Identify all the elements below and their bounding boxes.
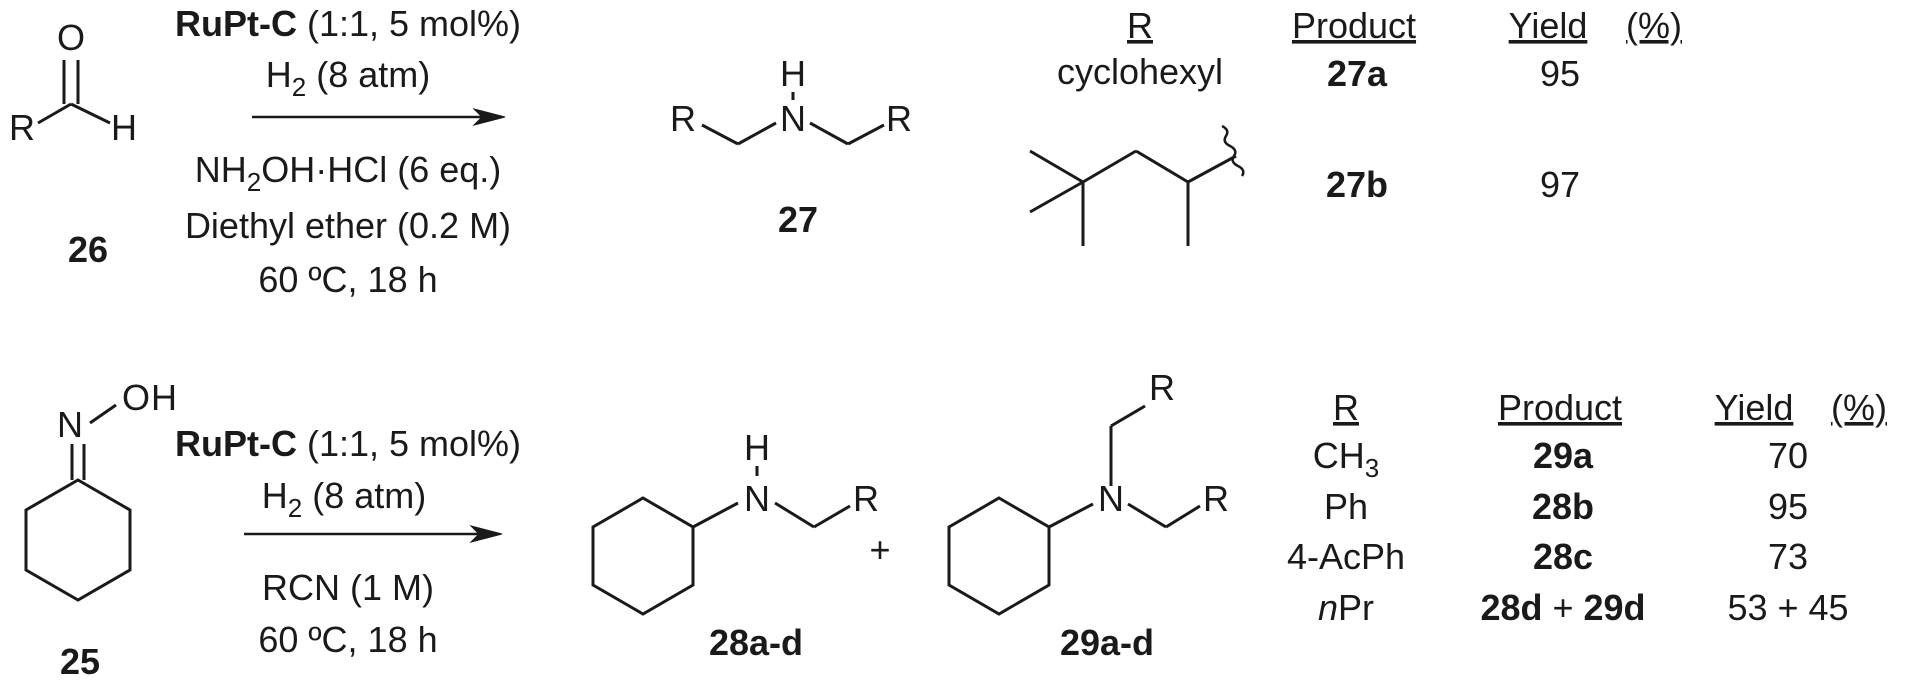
- product-structure-29: [947, 404, 1201, 616]
- bond-ring-n: [692, 501, 739, 529]
- top-table-row-1-yield: 95: [1540, 53, 1580, 94]
- bond-ch2-r-right: [1165, 504, 1201, 529]
- top-table-header-product: Product: [1292, 5, 1416, 46]
- bottom-table-row-1-yield: 70: [1768, 435, 1808, 476]
- bond-n-ch2-right: [1127, 502, 1167, 529]
- top-table-row-2-r-structure: [1029, 124, 1245, 246]
- top-hydrogen-line: H2 (8 atm): [266, 54, 430, 102]
- wavy-attachment-icon: [1221, 124, 1245, 177]
- bottom-table-row-4-product: 28d + 29d: [1480, 587, 1645, 628]
- top-table-header-yield: Yield: [1509, 5, 1588, 46]
- bond-ch2-r: [813, 504, 851, 529]
- compound-label-29a-d: 29a-d: [1060, 622, 1154, 663]
- top-table-row-1-r: cyclohexyl: [1057, 51, 1223, 92]
- bottom-temperature-line: 60 ºC, 18 h: [258, 619, 437, 660]
- top-table-row-2-yield: 97: [1540, 164, 1580, 205]
- bond-ch2-n-left: [737, 121, 777, 146]
- top-table-header-r: R: [1127, 5, 1153, 46]
- bond-n-o: [89, 403, 117, 425]
- cyclohexane-ring-28: [591, 496, 695, 616]
- oxime-structure-25: [24, 403, 132, 602]
- product-27-group-r-right: R: [886, 98, 912, 139]
- bottom-table-header-percent: (%): [1831, 387, 1887, 428]
- bottom-table-row-3-yield: 73: [1768, 536, 1808, 577]
- oxime-atom-n: N: [57, 404, 83, 445]
- product-structure-27: [701, 92, 885, 146]
- compound-label-26: 26: [68, 229, 108, 270]
- bond-n-ch2-right: [809, 121, 849, 146]
- top-table-row-2-product: 27b: [1326, 164, 1388, 205]
- product-29-group-r-top: R: [1149, 367, 1175, 408]
- product-27-atom-n: N: [780, 98, 806, 139]
- bond-ch2-r-right: [847, 123, 885, 146]
- product-28-atom-n: N: [744, 478, 770, 519]
- bottom-table-header-yield: Yield: [1715, 387, 1794, 428]
- cyclohexane-ring-29: [947, 496, 1051, 616]
- bottom-catalyst-line: RuPt-C (1:1, 5 mol%): [175, 423, 521, 464]
- compound-label-27: 27: [778, 199, 818, 240]
- bottom-table-row-4-r: nPr: [1318, 587, 1374, 628]
- product-structure-28: [591, 466, 851, 616]
- bottom-table-row-3-r: 4-AcPh: [1287, 536, 1405, 577]
- bottom-table-row-1-product: 29a: [1533, 435, 1594, 476]
- bottom-table-row-4-yield: 53 + 45: [1727, 587, 1848, 628]
- bottom-table-row-1-r: CH3: [1313, 435, 1379, 483]
- product-29-atom-n: N: [1098, 478, 1124, 519]
- bottom-hydrogen-line: H2 (8 atm): [262, 475, 426, 523]
- aldehyde-group-r: R: [9, 107, 35, 148]
- top-table-row-1-product: 27a: [1327, 53, 1388, 94]
- aldehyde-structure-26: [37, 60, 111, 125]
- top-reagent-line: NH2OH·HCl (6 eq.): [195, 149, 502, 197]
- cyclohexane-ring-25: [24, 478, 132, 602]
- compound-label-28a-d: 28a-d: [709, 622, 803, 663]
- plus-sign: +: [869, 529, 890, 570]
- aldehyde-atom-h: H: [111, 107, 137, 148]
- oxime-atom-h: H: [151, 377, 177, 418]
- top-solvent-line: Diethyl ether (0.2 M): [185, 205, 511, 246]
- bond-r-ch2-left: [701, 123, 739, 146]
- bond-ch2-r-up: [1110, 404, 1146, 428]
- bottom-table-header-product: Product: [1498, 387, 1622, 428]
- product-28-atom-h: H: [744, 427, 770, 468]
- product-27-group-r-left: R: [670, 98, 696, 139]
- product-29-group-r-right: R: [1203, 478, 1229, 519]
- bottom-reaction-arrow: [244, 525, 503, 543]
- compound-label-25: 25: [60, 641, 100, 680]
- oxime-atom-o: O: [122, 377, 150, 418]
- bond-n-ch2: [774, 501, 815, 529]
- bond-c-r: [37, 102, 72, 125]
- top-temperature-line: 60 ºC, 18 h: [258, 259, 437, 300]
- product-27-atom-h: H: [780, 53, 806, 94]
- bottom-table-row-2-yield: 95: [1768, 486, 1808, 527]
- bottom-table-row-3-product: 28c: [1533, 536, 1593, 577]
- product-28-group-r: R: [853, 478, 879, 519]
- top-table-header-percent: (%): [1626, 5, 1682, 46]
- bond-ring-n: [1048, 502, 1094, 529]
- bottom-table-header-r: R: [1333, 387, 1359, 428]
- top-catalyst-line: RuPt-C (1:1, 5 mol%): [175, 3, 521, 44]
- bottom-table-row-2-r: Ph: [1324, 486, 1368, 527]
- aldehyde-atom-o: O: [57, 17, 85, 58]
- bond-c-h: [70, 102, 111, 125]
- bottom-reagent-line: RCN (1 M): [262, 567, 434, 608]
- top-reaction-arrow: [252, 108, 506, 126]
- bottom-table-row-2-product: 28b: [1532, 486, 1594, 527]
